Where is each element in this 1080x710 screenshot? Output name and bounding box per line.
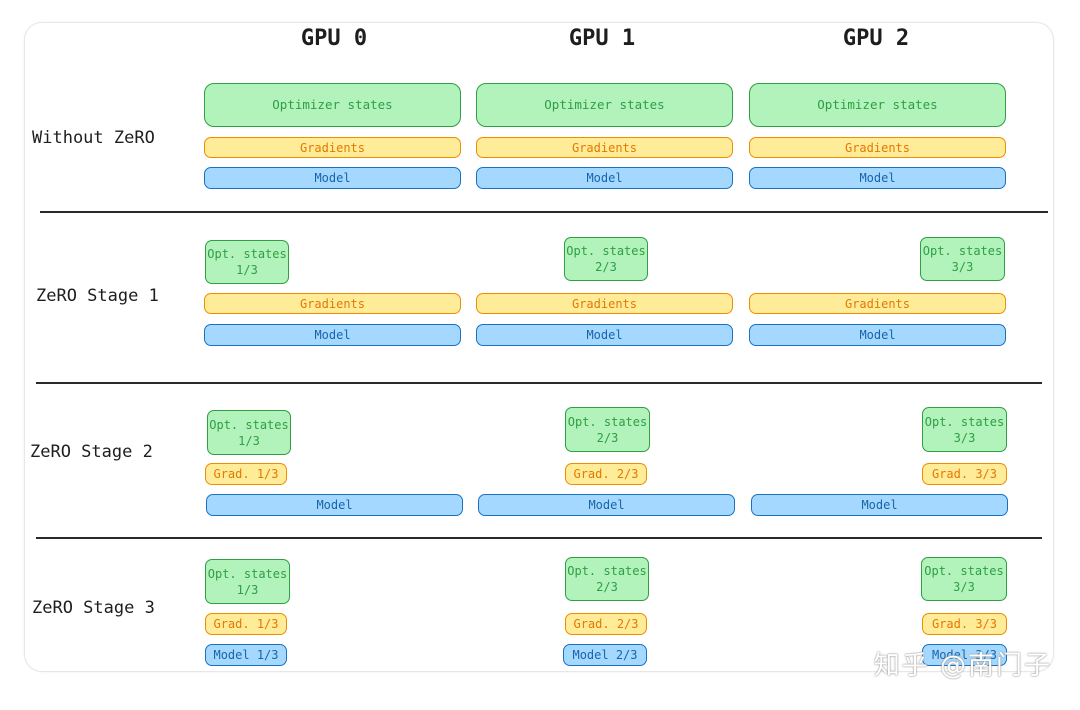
gradients-box: Gradients (476, 137, 733, 158)
optimizer-states-box: Optimizer states (476, 83, 733, 127)
row-label-without-zero: Without ZeRO (32, 128, 155, 148)
grad-shard-box: Grad. 1/3 (205, 613, 287, 635)
model-box: Model (204, 167, 461, 189)
row-label-zero-stage-3: ZeRO Stage 3 (32, 598, 155, 618)
row-divider (36, 382, 1042, 384)
gradients-box: Gradients (204, 293, 461, 314)
model-box: Model (206, 494, 463, 516)
opt-states-shard-box: Opt. states 3/3 (920, 237, 1005, 281)
optimizer-states-box: Optimizer states (204, 83, 461, 127)
diagram-canvas (24, 22, 1054, 672)
gpu-2-header: GPU 2 (842, 26, 910, 51)
opt-states-shard-box: Opt. states 2/3 (565, 557, 649, 601)
gradients-box: Gradients (749, 137, 1006, 158)
grad-shard-box: Grad. 3/3 (922, 613, 1007, 635)
gradients-box: Gradients (476, 293, 733, 314)
gpu-0-header: GPU 0 (300, 26, 368, 51)
grad-shard-box: Grad. 2/3 (565, 613, 647, 635)
model-box: Model (749, 324, 1006, 346)
gpu-1-header: GPU 1 (568, 26, 636, 51)
grad-shard-box: Grad. 2/3 (565, 463, 647, 485)
opt-states-shard-box: Opt. states 2/3 (565, 407, 650, 452)
grad-shard-box: Grad. 3/3 (922, 463, 1007, 485)
model-box: Model (751, 494, 1008, 516)
row-label-zero-stage-1: ZeRO Stage 1 (36, 286, 159, 306)
opt-states-shard-box: Opt. states 1/3 (207, 410, 291, 455)
model-box: Model (204, 324, 461, 346)
opt-states-shard-box: Opt. states 1/3 (205, 559, 290, 604)
row-label-zero-stage-2: ZeRO Stage 2 (30, 442, 153, 462)
row-divider (36, 537, 1042, 539)
row-divider (40, 211, 1048, 213)
model-box: Model (478, 494, 735, 516)
grad-shard-box: Grad. 1/3 (205, 463, 287, 485)
opt-states-shard-box: Opt. states 3/3 (922, 407, 1007, 452)
model-box: Model (749, 167, 1006, 189)
model-box: Model (476, 167, 733, 189)
model-shard-box: Model 2/3 (563, 644, 647, 666)
opt-states-shard-box: Opt. states 2/3 (564, 237, 648, 281)
model-shard-box: Model 3/3 (922, 644, 1007, 666)
watermark: 知乎 @南门子 (873, 651, 1052, 681)
optimizer-states-box: Optimizer states (749, 83, 1006, 127)
opt-states-shard-box: Opt. states 1/3 (205, 240, 289, 284)
model-shard-box: Model 1/3 (205, 644, 287, 666)
gradients-box: Gradients (749, 293, 1006, 314)
model-box: Model (476, 324, 733, 346)
opt-states-shard-box: Opt. states 3/3 (921, 557, 1007, 601)
gradients-box: Gradients (204, 137, 461, 158)
